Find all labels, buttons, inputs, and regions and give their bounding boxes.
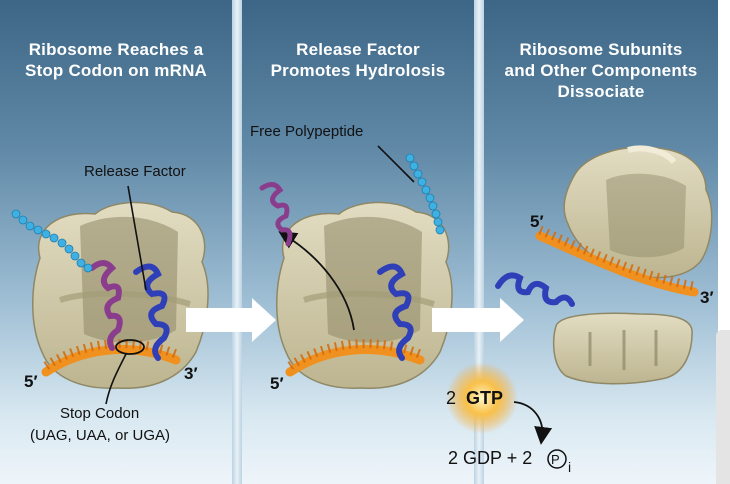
five-prime-label-panel-2: 5′: [270, 374, 284, 393]
mrna-panel-3: [535, 225, 699, 297]
panel-2-title-line-1: Release Factor: [296, 40, 420, 59]
stop-codon-label: Stop Codon: [60, 405, 140, 422]
panel-1-title: Ribosome Reaches a Stop Codon on mRNA: [0, 39, 232, 81]
step-arrow-2: [432, 298, 524, 342]
polypeptide-panel-1: [11, 209, 93, 273]
gtp-hydrolysis-arrow: [513, 401, 553, 445]
panel-3-title-line-3: Dissociate: [557, 82, 645, 101]
phosphate-subscript: i: [568, 459, 572, 475]
stop-codon-pointer: [105, 353, 127, 405]
polypeptide-panel-2: [405, 153, 445, 235]
mrna-panel-1: [41, 339, 181, 377]
gtp-count: 2: [446, 388, 457, 408]
mrna-panel-2: [285, 339, 425, 377]
stop-codon-detail-label: (UAG, UAA, or UGA): [30, 427, 171, 444]
panel-divider-2: [474, 0, 484, 484]
release-factor-blue-panel-1: [133, 263, 170, 361]
panel-1-title-line-1: Ribosome Reaches a: [28, 40, 204, 59]
phosphate-symbol: P: [551, 452, 560, 467]
panel-3-title-line-1: Ribosome Subunits: [519, 40, 683, 59]
five-prime-label-panel-1: 5′: [24, 372, 38, 391]
step-arrow-1: [186, 298, 276, 342]
large-subunit: [563, 145, 713, 279]
free-polypeptide-coil: [259, 182, 293, 247]
panel-2-title-line-2: Promotes Hydrolosis: [270, 61, 446, 80]
release-factor-pointer: [127, 185, 147, 291]
three-prime-label-panel-1: 3′: [184, 364, 198, 383]
three-prime-label-panel-3: 3′: [700, 288, 714, 307]
gtp-glow: [446, 362, 518, 434]
gdp-phosphate-products: 2 GDP + 2: [448, 448, 533, 468]
release-factor-blue-panel-2: [377, 263, 414, 361]
gtp-label: GTP: [466, 388, 504, 408]
panel-3-title: Ribosome Subunits and Other Components D…: [484, 39, 718, 102]
side-tab: [716, 330, 730, 484]
stop-codon-marker: [115, 339, 145, 355]
panel-divider-1: [232, 0, 242, 484]
small-subunit: [552, 312, 693, 385]
trna-purple-panel-1: [89, 260, 123, 351]
ribosome-panel-2: [276, 201, 453, 389]
phosphate-circle: [547, 449, 567, 469]
panel-1-title-line-2: Stop Codon on mRNA: [24, 61, 208, 80]
release-factor-blue-panel-3: [495, 272, 575, 307]
panel-3-title-line-2: and Other Components: [504, 61, 698, 80]
panel-2-title: Release Factor Promotes Hydrolosis: [242, 39, 474, 81]
free-polypeptide-pointer: [377, 145, 415, 183]
release-path-arrow: [278, 231, 355, 331]
release-factor-label: Release Factor: [84, 163, 186, 180]
five-prime-label-panel-3: 5′: [530, 212, 544, 231]
free-polypeptide-label: Free Polypeptide: [250, 123, 364, 140]
